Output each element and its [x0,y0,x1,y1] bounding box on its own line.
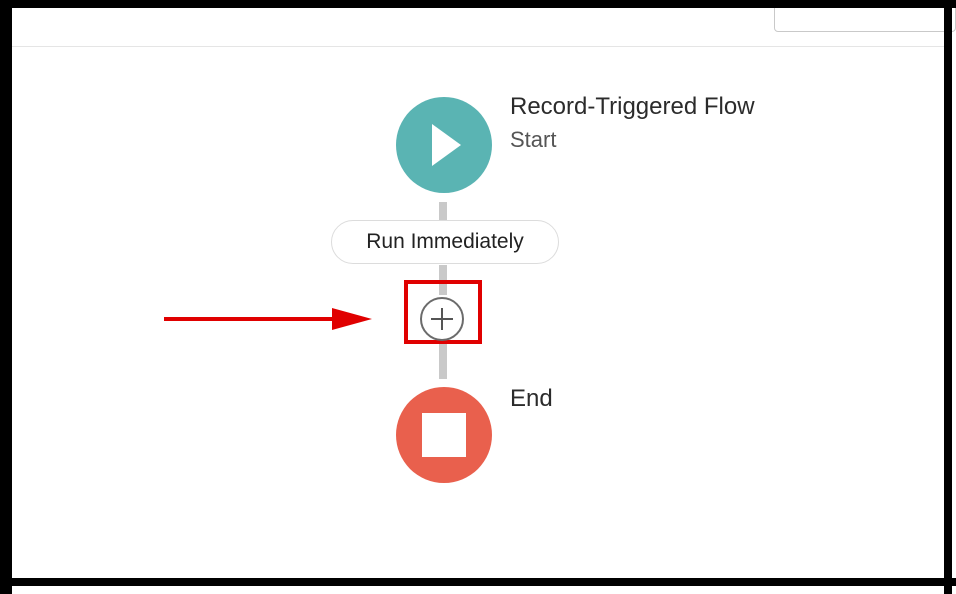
add-element-button[interactable] [420,297,464,341]
end-node[interactable] [396,387,492,483]
path-label-run-immediately[interactable]: Run Immediately [331,220,559,264]
end-node-title: End [510,385,553,412]
frame-border [0,578,956,586]
frame-border [0,0,12,594]
plus-icon [441,308,443,330]
annotation-highlight-box [404,280,482,344]
frame-border [0,0,956,8]
toolbar [12,2,956,47]
play-icon [432,124,461,166]
start-node[interactable] [396,97,492,193]
start-node-title: Record-Triggered Flow [510,93,755,120]
right-arrow-icon [332,308,372,330]
connector-line [439,202,447,232]
frame-border [944,0,952,594]
stop-icon [422,413,466,457]
connector-line [439,337,447,379]
start-node-subtitle: Start [510,127,557,152]
annotation-arrow-shaft [164,317,334,321]
flow-canvas: Record-Triggered Flow Start Run Immediat… [12,47,944,578]
